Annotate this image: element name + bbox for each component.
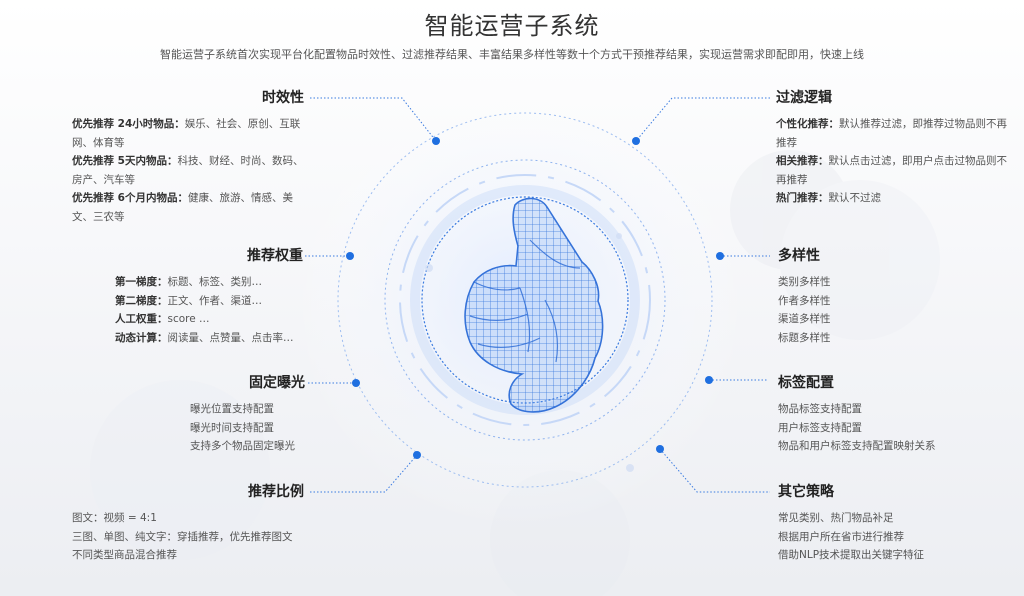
middle-ring [384, 159, 666, 441]
section-timeliness: 时效性 优先推荐 24小时物品：娱乐、社会、原创、互联网、体育等 优先推荐 5天… [72, 88, 304, 226]
outer-ring [337, 112, 713, 488]
tags-item: 用户标签支持配置 [778, 421, 862, 434]
hand-illustration [464, 197, 604, 413]
section-other: 其它策略 常见类别、热门物品补足 根据用户所在省市进行推荐 借助NLP技术提取出… [778, 482, 1008, 565]
page-subtitle: 智能运营子系统首次实现平台化配置物品时效性、过滤推荐结果、丰富结果多样性等数十个… [160, 48, 864, 61]
timeliness-item: 优先推荐 24小时物品：娱乐、社会、原创、互联网、体育等 [72, 118, 301, 149]
tags-item: 物品标签支持配置 [778, 403, 862, 415]
section-weight: 推荐权重 第一梯度：标题、标签、类别… 第二梯度：正文、作者、渠道… 人工权重：… [115, 246, 303, 347]
filter-item: 个性化推荐：默认推荐过滤，即推荐过物品则不再推荐 [776, 118, 1007, 149]
decor-dots [425, 233, 634, 472]
diversity-item: 渠道多样性 [778, 313, 831, 325]
page-title: 智能运营子系统 [424, 12, 600, 40]
left-connectors [305, 97, 437, 493]
other-item: 借助NLP技术提取出关键字特征 [778, 549, 925, 561]
fixed-item: 支持多个物品固定曝光 [190, 440, 295, 452]
section-ratio: 推荐比例 图文：视频 = 4:1 三图、单图、纯文字：穿插推荐，优先推荐图文 不… [72, 482, 304, 565]
diversity-item: 类别多样性 [778, 276, 831, 288]
section-tags: 标签配置 物品标签支持配置 用户标签支持配置 物品和用户标签支持配置映射关系 [778, 373, 1008, 456]
node-other [656, 445, 664, 453]
fixed-item: 曝光时间支持配置 [190, 421, 274, 434]
heading-other: 其它策略 [778, 484, 834, 500]
weight-item: 第一梯度：标题、标签、类别… [115, 276, 262, 288]
heading-timeliness: 时效性 [262, 90, 304, 106]
section-fixed-exposure: 固定曝光 曝光位置支持配置 曝光时间支持配置 支持多个物品固定曝光 [190, 373, 305, 456]
right-connectors [635, 97, 770, 493]
heading-filter: 过滤逻辑 [776, 90, 832, 106]
weight-item: 人工权重：score … [115, 313, 210, 325]
node-filter [632, 137, 640, 145]
weight-item: 第二梯度：正文、作者、渠道… [115, 294, 262, 307]
diversity-item: 作者多样性 [778, 294, 831, 307]
filter-item: 相关推荐：默认点击过滤，即用户点击过物品则不再推荐 [776, 155, 1007, 186]
heading-tags: 标签配置 [778, 375, 834, 391]
weight-item: 动态计算：阅读量、点赞量、点击率… [115, 331, 294, 344]
connector-nodes [346, 137, 724, 459]
timeliness-item: 优先推荐 5天内物品：科技、财经、时尚、数码、房产、汽车等 [72, 155, 304, 186]
section-filter: 过滤逻辑 个性化推荐：默认推荐过滤，即推荐过物品则不再推荐 相关推荐：默认点击过… [776, 88, 1012, 208]
node-timeliness [432, 137, 440, 145]
diversity-item: 标题多样性 [778, 331, 831, 344]
ratio-item: 不同类型商品混合推荐 [72, 549, 177, 561]
timeliness-item: 优先推荐 6个月内物品：健康、旅游、情感、美文、三农等 [72, 192, 293, 223]
node-tags [705, 376, 713, 384]
section-diversity: 多样性 类别多样性 作者多样性 渠道多样性 标题多样性 [778, 246, 978, 347]
heading-fixed-exposure: 固定曝光 [249, 375, 305, 391]
heading-diversity: 多样性 [778, 248, 820, 264]
node-diversity [716, 252, 724, 260]
other-item: 常见类别、热门物品补足 [778, 512, 894, 524]
other-item: 根据用户所在省市进行推荐 [778, 530, 904, 543]
filter-item: 热门推荐：默认不过滤 [776, 192, 881, 204]
heading-weight: 推荐权重 [247, 248, 303, 264]
fixed-item: 曝光位置支持配置 [190, 403, 274, 415]
tags-item: 物品和用户标签支持配置映射关系 [778, 440, 936, 452]
ratio-item: 图文：视频 = 4:1 [72, 512, 157, 524]
node-weight [346, 252, 354, 260]
heading-ratio: 推荐比例 [248, 484, 304, 500]
node-fixed [352, 379, 360, 387]
ratio-item: 三图、单图、纯文字：穿插推荐，优先推荐图文 [72, 530, 293, 543]
arc-ring [399, 174, 651, 426]
node-ratio [413, 451, 421, 459]
